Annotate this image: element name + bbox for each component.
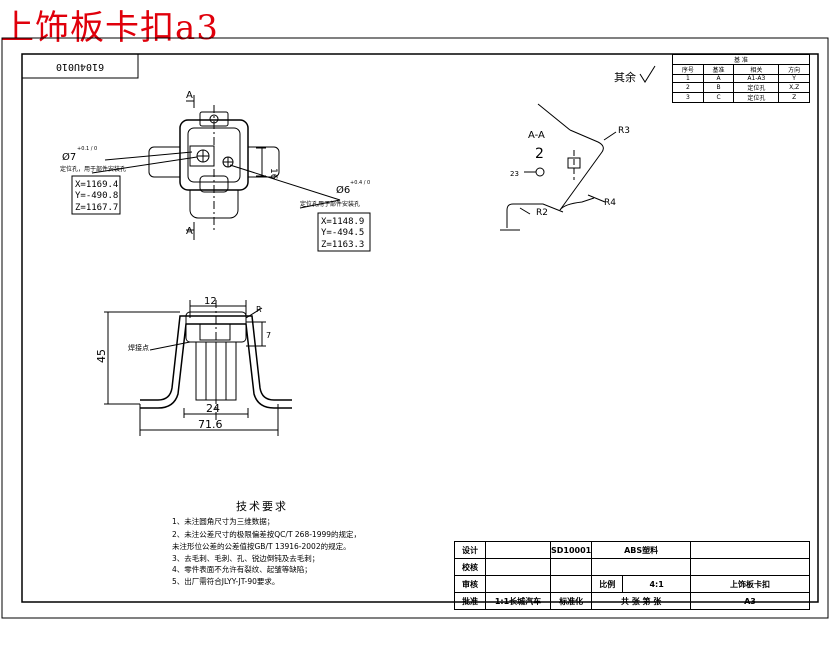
tech-heading: 技术要求 bbox=[236, 500, 288, 513]
tech-item-6: 5、出厂需符合JLYY-JT-90要求。 bbox=[172, 576, 279, 586]
radius-r3: R3 bbox=[618, 126, 630, 136]
datum-cell: A1-A3 bbox=[733, 74, 780, 83]
tb-review-label: 审核 bbox=[454, 575, 486, 593]
hole2-dim: Ø6 bbox=[336, 184, 350, 196]
part-code: 6104U010 bbox=[56, 61, 104, 72]
datum-table-heading: 基 准 bbox=[672, 54, 810, 65]
hole1-dim: Ø7 bbox=[62, 151, 76, 163]
section-dim-23: 23 bbox=[510, 170, 519, 178]
section-dim-2: 2 bbox=[535, 146, 544, 162]
tb-part-name: 上饰板卡扣 bbox=[690, 575, 810, 593]
radius-r2: R2 bbox=[536, 208, 548, 218]
hole-note-right: 定位孔用于部件安装孔 bbox=[300, 200, 360, 208]
tb-blank bbox=[549, 558, 593, 576]
tech-item-5: 4、零件表面不允许有裂纹、起皱等缺陷； bbox=[172, 564, 312, 574]
top-view bbox=[71, 95, 371, 252]
hole1-tol: +0.1 / 0 bbox=[77, 146, 97, 152]
surface-note: 其余 bbox=[614, 70, 636, 84]
datum-header: 序号 bbox=[672, 64, 704, 75]
tb-design-value bbox=[485, 541, 551, 559]
tb-blank bbox=[690, 558, 810, 576]
left-x: X=1169.4 bbox=[75, 180, 118, 190]
front-radius: R bbox=[256, 305, 262, 314]
datum-cell: 定位孔 bbox=[733, 92, 780, 103]
datum-cell: 3 bbox=[672, 92, 704, 103]
tb-check-label: 校核 bbox=[454, 558, 486, 576]
left-z: Z=1167.7 bbox=[75, 203, 118, 213]
tb-scale: 4:1 bbox=[622, 575, 691, 593]
outer-frame bbox=[1, 37, 829, 619]
hole-note-left: 定位孔，用于部件安装孔 bbox=[60, 165, 126, 173]
tech-item-2: 2、未注公差尺寸的极限偏差按QC/T 268-1999的规定， bbox=[172, 529, 361, 539]
datum-cell: Y bbox=[778, 74, 810, 83]
front-note: 焊接点 bbox=[128, 343, 149, 352]
tb-design-label: 设计 bbox=[454, 541, 486, 559]
datum-cell: B bbox=[702, 82, 735, 93]
tech-item-4: 3、去毛刺、毛刺、孔、锐边倒钝及去毛刺； bbox=[172, 553, 319, 563]
datum-cell: C bbox=[702, 92, 735, 103]
datum-cell: 2 bbox=[672, 82, 704, 93]
left-y: Y=-490.8 bbox=[75, 191, 118, 201]
datum-table: 基 准 序号 基准 相关 方向 1 A A1-A3 Y 2 B 定位孔 X,Z … bbox=[672, 54, 810, 103]
tech-item-1: 1、未注圆角尺寸为三维数据； bbox=[172, 516, 274, 526]
front-dim-height: 45 bbox=[95, 349, 108, 363]
right-x: X=1148.9 bbox=[321, 217, 364, 227]
datum-cell: X,Z bbox=[778, 82, 810, 93]
view-label-a-top: A bbox=[186, 90, 193, 101]
datum-cell: A bbox=[702, 74, 735, 83]
datum-cell: Z bbox=[778, 92, 810, 103]
tb-unit: 1:1长城汽车 bbox=[485, 592, 551, 610]
roughness-symbol bbox=[639, 65, 656, 83]
tb-sheet: 共 张 第 张 bbox=[591, 592, 691, 610]
front-view bbox=[104, 300, 292, 436]
part-code-box bbox=[21, 53, 139, 79]
section-label: A-A bbox=[528, 130, 545, 141]
front-dim-top: 12 bbox=[204, 296, 217, 307]
tb-approve-label: 批准 bbox=[454, 592, 486, 610]
tb-drawing-no: SD10001 bbox=[549, 541, 593, 559]
tb-blank bbox=[690, 541, 810, 559]
front-dim-base: 24 bbox=[206, 402, 220, 415]
tb-size: A3 bbox=[690, 592, 810, 610]
tb-blank bbox=[591, 558, 691, 576]
title-block: 设计 SD10001 ABS塑料 校核 审核 比例 4:1 上饰板卡扣 批准 1… bbox=[454, 541, 810, 610]
width-dim: 16 bbox=[268, 168, 278, 180]
hole2-tol: +0.4 / 0 bbox=[350, 180, 370, 186]
tb-material: ABS塑料 bbox=[591, 541, 691, 559]
tb-review-value bbox=[485, 575, 551, 593]
tb-std: 标准化 bbox=[549, 592, 593, 610]
datum-cell: 1 bbox=[672, 74, 704, 83]
front-dim-side: 7 bbox=[266, 331, 271, 340]
drawing-title: 上饰板卡扣a3 bbox=[0, 8, 219, 48]
section-view bbox=[500, 103, 617, 231]
datum-header: 方向 bbox=[778, 64, 810, 75]
datum-header: 基准 bbox=[702, 64, 735, 75]
front-dim-total: 71.6 bbox=[198, 418, 223, 431]
tb-check-value bbox=[485, 558, 551, 576]
tb-blank bbox=[549, 575, 593, 593]
tb-scale-label: 比例 bbox=[591, 575, 624, 593]
right-z: Z=1163.3 bbox=[321, 240, 364, 250]
tech-item-3: 未注形位公差的公差值按GB/T 13916-2002的规定。 bbox=[172, 541, 351, 551]
radius-r4: R4 bbox=[604, 198, 616, 208]
datum-cell: 定位孔 bbox=[733, 82, 780, 93]
inner-frame bbox=[21, 53, 819, 603]
right-y: Y=-494.5 bbox=[321, 228, 364, 238]
datum-header: 相关 bbox=[733, 64, 780, 75]
view-label-a-bottom: A bbox=[186, 226, 193, 237]
